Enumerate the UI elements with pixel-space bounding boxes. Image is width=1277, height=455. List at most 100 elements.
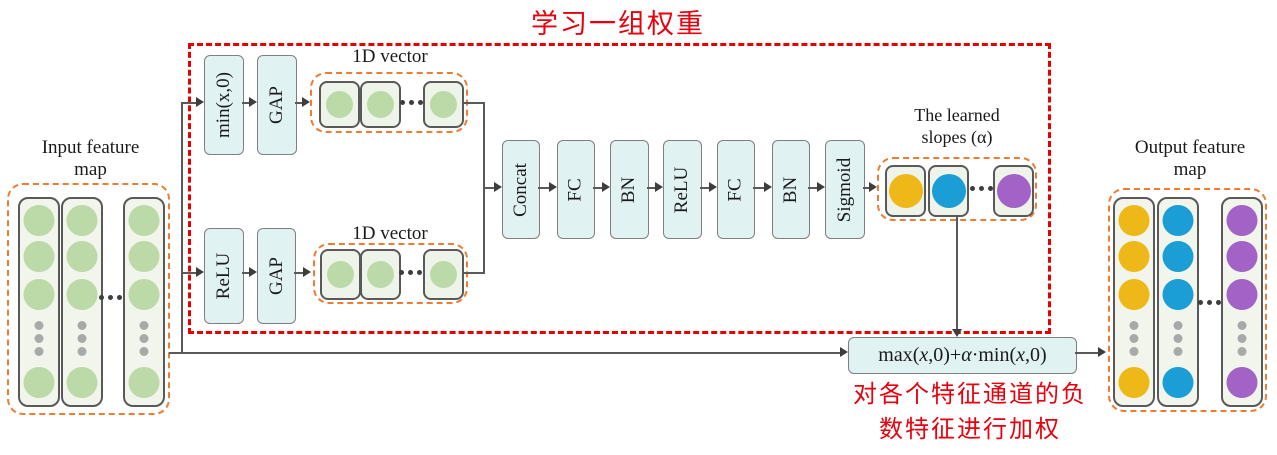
ellipsis-dot [1129,347,1139,356]
output-feature-map [1108,188,1267,412]
arrowhead-min [196,97,204,107]
pipeline-node-label: Sigmoid [834,157,855,222]
pipeline-node-bn1: BN [610,140,649,239]
connector-vector-top-out [464,102,485,104]
arrowhead-fc2 [709,182,717,192]
weighting-formula-box: max(x,0)+α·min(x,0) [848,337,1077,374]
pipeline-node-relu: ReLU [663,140,702,239]
connector-to-min [182,102,198,104]
channels-ellipsis [1198,300,1221,305]
feature-circle [128,241,160,272]
formula-part: max( [878,344,920,366]
arrowhead-fc1 [549,182,557,192]
ellipsis-dot [1129,321,1139,330]
feature-circle [66,367,98,398]
gap-box-bottom: GAP [257,228,296,324]
feature-circle [1162,367,1194,398]
slope-circle-purple [996,174,1031,208]
feature-circle [128,367,160,398]
connector-input-to-formula [169,352,840,354]
weighting-annotation-line1: 对各个特征通道的负 [853,382,1087,408]
vector-circle [367,261,394,288]
connector-chain [538,187,549,189]
ellipsis-dot [1173,334,1183,343]
feature-circle [1226,279,1258,310]
vector-cell [319,81,360,128]
feature-circle [23,367,55,398]
arrowhead-sigmoid [817,182,825,192]
input-map-label: Input feature map [18,137,163,182]
pipeline-node-sigmoid: Sigmoid [825,140,865,239]
feature-circle [66,241,98,272]
connector-chain [863,187,869,189]
vector-circle [430,91,457,118]
ellipsis-dot [77,347,87,356]
connector-chain [753,187,764,189]
gap-box-top-label: GAP [266,85,288,125]
vector-cell [360,249,401,300]
arrowhead-relu [196,267,204,277]
relu-branch-label: ReLU [213,252,234,300]
formula-part: x [1016,344,1026,366]
output-feature-column [1157,197,1199,407]
input-feature-column [61,197,103,407]
arrowhead-concat [494,182,502,192]
arrowhead-bn1 [602,182,610,192]
pipeline-node-label: FC [565,177,586,202]
gap-box-top: GAP [257,55,297,155]
arrowhead-output [1098,347,1106,357]
bottom-1d-vector [313,243,468,304]
ellipsis-dot [1237,334,1247,343]
arrowhead-bn2 [764,182,772,192]
formula-part: ·min( [971,344,1017,366]
learned-weights-region [188,43,1051,334]
arrowhead-slopes [869,182,877,192]
formula-part: ,0)+ [928,344,962,366]
connector-chain [647,187,655,189]
top-1d-vector [310,72,468,133]
feature-circle [1226,367,1258,398]
connector-formula-to-output [1075,352,1098,354]
slope-circle-yellow [888,174,923,208]
vector-cell [423,81,464,128]
pipeline-node-concat: Concat [502,140,540,239]
vector-ellipsis [399,270,422,275]
learned-slopes-label-line2: slopes (α) [921,126,993,147]
feature-circle [1118,279,1150,310]
pipeline-node-label: BN [618,176,640,203]
ellipsis-dot [1173,347,1183,356]
feature-circle [1226,205,1258,236]
ellipsis-dot [34,321,44,330]
ellipsis-dot [139,347,149,356]
vector-cell [360,81,401,128]
pipeline-node-fc2: FC [717,140,755,239]
connector-vector-bottom-out [464,272,485,274]
feature-circle [1162,205,1194,236]
ellipsis-dot [34,347,44,356]
formula-part: x [919,344,929,366]
arrowhead-formula-left [840,347,848,357]
output-map-label-line2: map [1173,159,1207,181]
ellipsis-dot [77,321,87,330]
learned-slopes-vector [877,157,1037,221]
feature-circle [23,241,55,272]
pipeline-node-bn2: BN [772,140,810,239]
pipeline-node-label: FC [725,177,746,202]
feature-circle [1162,241,1194,272]
vector-circle [326,91,353,118]
arrowhead-relu2 [655,182,663,192]
arrowhead-gap-bottom [249,267,257,277]
gap-box-bottom-label: GAP [265,256,287,296]
feature-circle [23,279,55,310]
slopes-ellipsis [970,186,993,191]
channels-ellipsis [99,295,122,300]
relu-branch-box: ReLU [204,228,244,324]
connector-gap-vector-top [295,102,304,104]
learned-slopes-label: The learned slopes (α) [877,105,1037,148]
vector-ellipsis [400,100,423,105]
pipeline-node-fc1: FC [557,140,595,239]
feature-circle [128,279,160,310]
ellipsis-dot [34,334,44,343]
feature-circle [1118,367,1150,398]
